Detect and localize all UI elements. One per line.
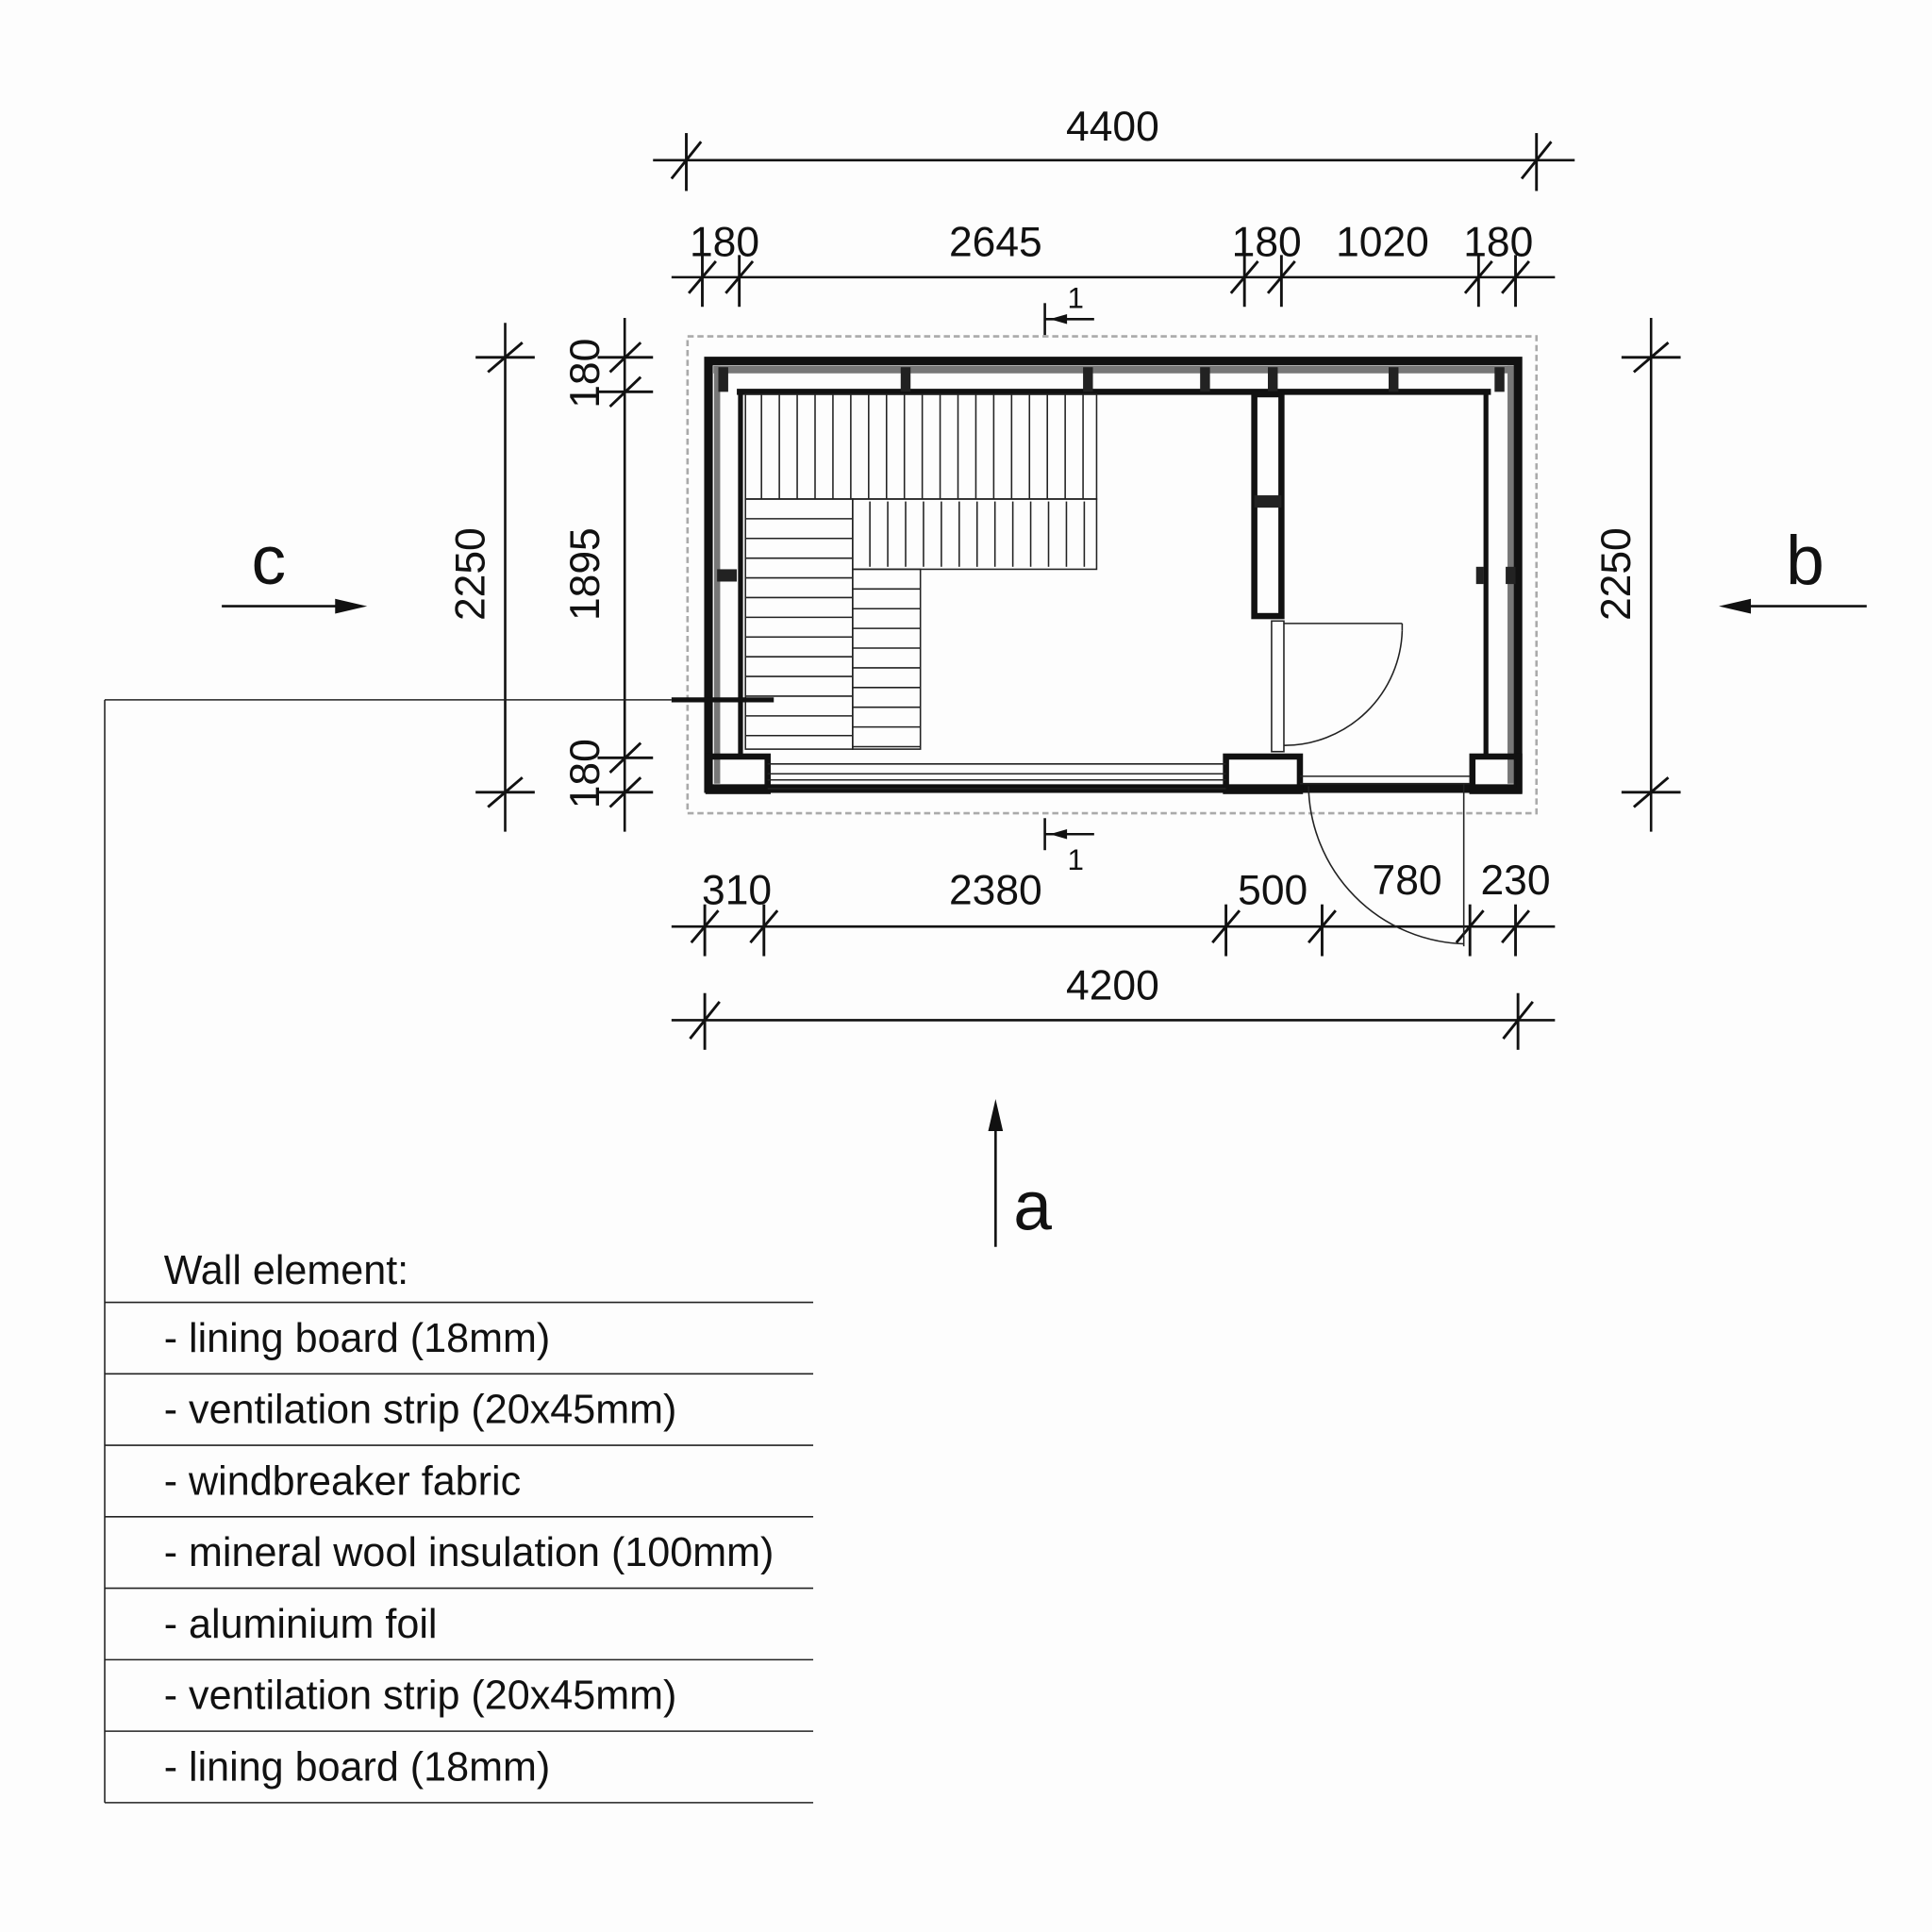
view-arrow-b: b (1719, 523, 1867, 614)
view-arrow-a: a (988, 1099, 1052, 1247)
dimension-label: 2645 (949, 220, 1042, 266)
dimension-top-total: 4400 (653, 104, 1575, 192)
dimension-tick (1463, 259, 1493, 294)
dimension-tick (724, 259, 755, 294)
dimension-label: 2380 (949, 868, 1042, 914)
dimension-label: 180 (1463, 220, 1533, 266)
dimension-bottom-segments: 310 2380 500 780 230 (671, 858, 1556, 957)
dimension-label: 2250 (447, 527, 493, 621)
dimension-tick (1229, 259, 1259, 294)
dimension-label: 4200 (1066, 962, 1159, 1008)
legend-item: - windbreaker fabric (164, 1458, 521, 1504)
dimension-label: 180 (562, 339, 608, 408)
legend-item: - ventilation strip (20x45mm) (164, 1674, 677, 1719)
dimension-label: 180 (1232, 220, 1302, 266)
view-label-c: c (251, 523, 286, 599)
legend-item: - mineral wool insulation (100mm) (164, 1530, 774, 1575)
dimension-label: 1020 (1336, 220, 1429, 266)
dimension-right-total: 2250 (1593, 317, 1681, 832)
sauna-plan (686, 335, 1539, 947)
legend-item: - aluminium foil (164, 1602, 438, 1647)
dimension-left-total: 2250 (447, 323, 535, 832)
dimension-tick (1307, 909, 1337, 944)
dimension-label: 230 (1480, 858, 1550, 904)
view-label-a: a (1013, 1169, 1052, 1245)
dimension-bottom-total: 4200 (671, 962, 1556, 1050)
view-arrow-c: c (222, 523, 368, 614)
dimension-tick (1501, 259, 1530, 294)
dimension-tick (749, 909, 779, 944)
legend-title: Wall element: (164, 1248, 408, 1293)
section-label: 1 (1068, 282, 1084, 315)
dimension-label: 180 (562, 739, 608, 808)
section-marker-top: 1 (1043, 282, 1094, 336)
dimension-top-segments: 180 2645 180 1020 180 (671, 220, 1556, 308)
dimension-label: 780 (1373, 858, 1442, 904)
dimension-label: 2250 (1593, 527, 1640, 621)
dimension-left-segments: 180 1895 180 (562, 317, 654, 832)
dimension-label: 500 (1238, 868, 1307, 914)
dimension-tick (690, 909, 720, 944)
wall-element-legend: Wall element: - lining board (18mm) - ven… (105, 1248, 814, 1804)
section-marker-bottom: 1 (1043, 818, 1094, 876)
dimension-tick (1501, 909, 1530, 944)
view-label-b: b (1786, 523, 1824, 599)
dimension-label: 310 (702, 868, 772, 914)
legend-item: - ventilation strip (20x45mm) (164, 1388, 677, 1433)
section-label: 1 (1068, 843, 1084, 876)
dimension-tick (1266, 259, 1296, 294)
dimension-label: 4400 (1066, 104, 1159, 150)
dimension-label: 1895 (562, 527, 608, 621)
dimension-label: 180 (690, 220, 759, 266)
leader-line (104, 697, 774, 1803)
dimension-tick (1211, 909, 1241, 944)
dimension-tick (1455, 909, 1485, 944)
legend-item: - lining board (18mm) (164, 1744, 551, 1790)
legend-item: - lining board (18mm) (164, 1316, 551, 1361)
dimension-tick (688, 259, 717, 294)
